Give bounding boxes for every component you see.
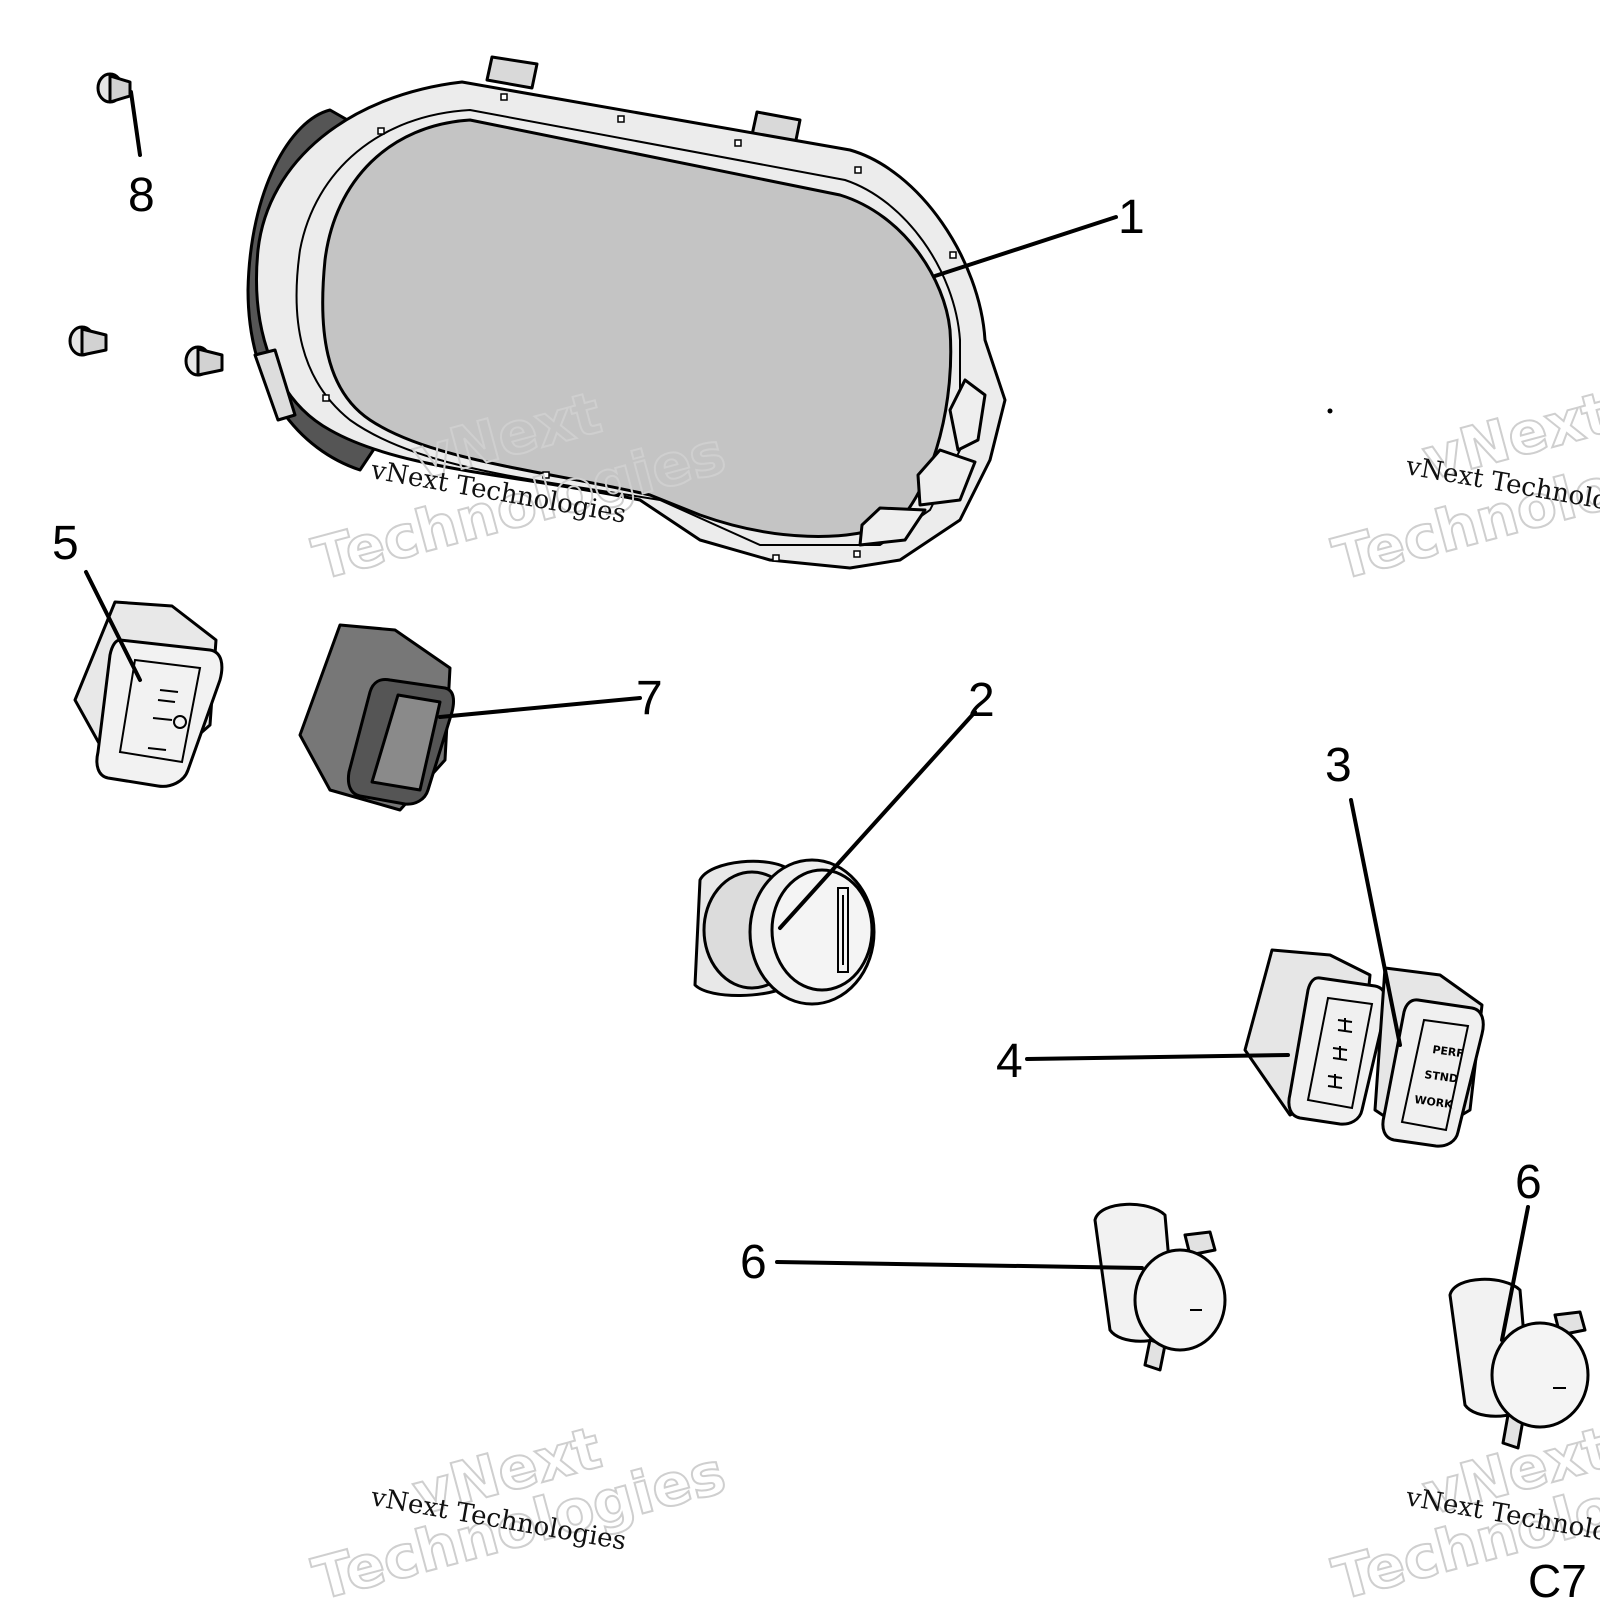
key-switch-part-2 bbox=[693, 858, 876, 1006]
indicator-light-part-6-left bbox=[1093, 1202, 1227, 1372]
callout-4: 4 bbox=[996, 1035, 1023, 1088]
screw-part-8-top bbox=[96, 72, 132, 104]
callout-5: 5 bbox=[52, 517, 79, 570]
screw-part-8-right bbox=[184, 345, 224, 377]
callout-3: 3 bbox=[1325, 739, 1352, 792]
callout-numbers: 1 2 3 4 5 6 6 7 8 bbox=[52, 169, 1542, 1289]
callout-6-right: 6 bbox=[1515, 1156, 1542, 1209]
watermark-top-right: vNext Technologies vNext Technologies bbox=[1325, 377, 1600, 594]
mode-switch-part-3: PERF STND WORK bbox=[1373, 966, 1485, 1148]
stray-dot bbox=[1327, 408, 1333, 414]
indicator-light-part-6-right bbox=[1448, 1277, 1590, 1450]
callout-6-left: 6 bbox=[740, 1236, 767, 1289]
diagram-code: C7 bbox=[1528, 1555, 1587, 1600]
mode-switch-label-stnd: STND bbox=[1424, 1068, 1459, 1086]
callout-1: 1 bbox=[1118, 191, 1145, 244]
watermark-bottom-center: vNext Technologies vNext Technologies bbox=[305, 1412, 733, 1600]
instrument-cluster bbox=[246, 55, 1007, 570]
rocker-switch-part-5 bbox=[73, 600, 224, 788]
leader-lines bbox=[84, 90, 1530, 1342]
mode-switch-label-perf: PERF bbox=[1432, 1043, 1465, 1060]
rocker-switch-part-7 bbox=[298, 623, 455, 812]
mode-switch-label-work: WORK bbox=[1414, 1093, 1454, 1111]
screw-part-8-left bbox=[68, 325, 108, 357]
callout-2: 2 bbox=[968, 674, 995, 727]
callout-7: 7 bbox=[636, 672, 663, 725]
callout-8: 8 bbox=[128, 169, 155, 222]
switch-part-4 bbox=[1243, 948, 1388, 1126]
